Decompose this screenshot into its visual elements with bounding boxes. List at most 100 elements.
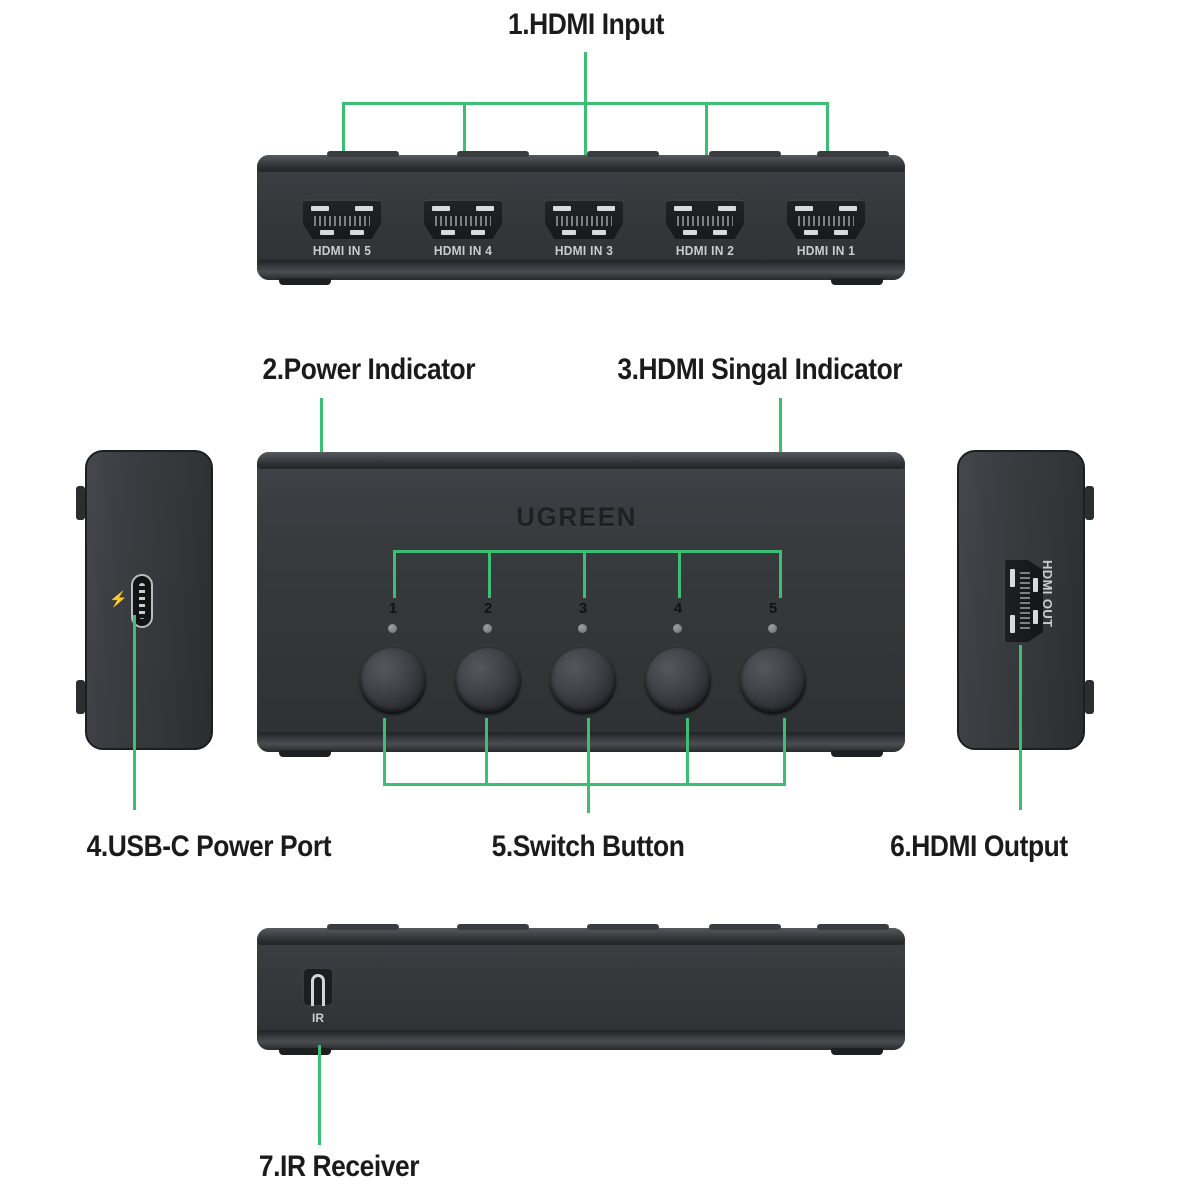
leader-stem-hdmi-in-3 bbox=[584, 102, 587, 202]
rear-panel-body: HDMI IN 5 HDMI IN 4 HDMI IN 3 HDMI IN 2 … bbox=[257, 151, 905, 285]
device-foot bbox=[279, 750, 331, 757]
brand-logo: UGREEN bbox=[516, 502, 638, 532]
right-side-panel-body: HDMI OUT bbox=[957, 450, 1094, 750]
left-side-panel-body: ⚡ bbox=[76, 450, 213, 750]
callout-label-hdmi-input: 1.HDMI Input bbox=[507, 8, 665, 41]
device-foot bbox=[831, 750, 883, 757]
port-label-hdmi-in-2: HDMI IN 2 bbox=[675, 243, 735, 258]
leader-stem-button-3 bbox=[587, 718, 590, 783]
hdmi-tab-icon bbox=[350, 230, 364, 235]
vent-notch bbox=[709, 151, 781, 157]
switch-button-1[interactable] bbox=[360, 648, 426, 714]
vent-notch bbox=[327, 924, 399, 930]
hdmi-tab-icon bbox=[441, 230, 455, 235]
hdmi-tab-icon bbox=[795, 206, 813, 211]
channel-number-4: 4 bbox=[673, 600, 683, 617]
callout-label-hdmi-output: 6.HDMI Output bbox=[890, 830, 1068, 863]
port-label-hdmi-in-1: HDMI IN 1 bbox=[796, 243, 856, 258]
leader-stem-button-5 bbox=[783, 718, 786, 783]
leader-stem-button-4 bbox=[686, 718, 689, 783]
leader-stem-channel-5 bbox=[779, 550, 782, 598]
channel-number-5: 5 bbox=[768, 600, 778, 617]
channel-led-3 bbox=[578, 624, 587, 633]
channel-number-1: 1 bbox=[388, 600, 398, 617]
leader-riser-hdmi-input bbox=[584, 52, 587, 104]
hdmi-tab-icon bbox=[718, 206, 736, 211]
device-foot bbox=[831, 278, 883, 285]
vent-notch bbox=[457, 151, 529, 157]
hdmi-in-port-1[interactable] bbox=[787, 199, 865, 239]
switch-button-3[interactable] bbox=[550, 648, 616, 714]
hdmi-tab-icon bbox=[1033, 610, 1038, 624]
vent-notch bbox=[587, 151, 659, 157]
switch-button-2[interactable] bbox=[455, 648, 521, 714]
hdmi-tab-icon bbox=[562, 230, 576, 235]
hdmi-in-port-4[interactable] bbox=[424, 199, 502, 239]
leader-stem-channel-4 bbox=[678, 550, 681, 598]
hdmi-out-port[interactable] bbox=[1003, 560, 1043, 642]
channel-led-1 bbox=[388, 624, 397, 633]
hdmi-tab-icon bbox=[713, 230, 727, 235]
hdmi-tab-icon bbox=[1010, 615, 1015, 633]
hdmi-pins-icon bbox=[677, 216, 733, 226]
rear-panel-bottom-rail bbox=[257, 260, 905, 285]
vent-notch bbox=[327, 151, 399, 157]
hdmi-pins-icon bbox=[435, 216, 491, 226]
callout-label-power-indicator: 2.Power Indicator bbox=[262, 353, 476, 386]
device-foot bbox=[279, 278, 331, 285]
callout-label-ir-receiver: 7.IR Receiver bbox=[258, 1150, 420, 1183]
leader-stem-channel-1 bbox=[393, 550, 396, 598]
switch-button-5[interactable] bbox=[740, 648, 806, 714]
channel-led-5 bbox=[768, 624, 777, 633]
hdmi-tab-icon bbox=[592, 230, 606, 235]
hdmi-pins-icon bbox=[798, 216, 854, 226]
usb-c-power-port[interactable] bbox=[131, 574, 153, 628]
panel-bump bbox=[76, 486, 85, 520]
panel-bump bbox=[1085, 680, 1094, 714]
bottom-panel-top-rail bbox=[257, 924, 905, 945]
panel-bump bbox=[76, 680, 85, 714]
hdmi-tab-icon bbox=[311, 206, 329, 211]
callout-label-usb-c-power-port: 4.USB-C Power Port bbox=[86, 830, 332, 863]
port-label-ir: IR bbox=[312, 1011, 324, 1025]
device-foot bbox=[279, 1048, 331, 1055]
hdmi-in-port-5[interactable] bbox=[303, 199, 381, 239]
hdmi-tab-icon bbox=[355, 206, 373, 211]
channel-led-4 bbox=[673, 624, 682, 633]
leader-stem-button-2 bbox=[485, 718, 488, 783]
switch-button-4[interactable] bbox=[645, 648, 711, 714]
hdmi-tab-icon bbox=[1033, 578, 1038, 592]
panel-bump bbox=[1085, 486, 1094, 520]
front-panel-top-rail bbox=[257, 452, 905, 469]
leader-stem-button-1 bbox=[383, 718, 386, 783]
hdmi-in-port-3[interactable] bbox=[545, 199, 623, 239]
hdmi-pins-icon bbox=[314, 216, 370, 226]
hdmi-tab-icon bbox=[683, 230, 697, 235]
bottom-panel-body: IR bbox=[257, 924, 905, 1055]
hdmi-tab-icon bbox=[1010, 569, 1015, 587]
leader-rail-signal-indicator bbox=[393, 550, 781, 553]
device-foot bbox=[831, 1048, 883, 1055]
port-label-hdmi-in-5: HDMI IN 5 bbox=[312, 243, 372, 258]
vent-notch bbox=[817, 151, 889, 157]
bottom-panel-bottom-rail bbox=[257, 1030, 905, 1055]
leader-usb-c-power-port bbox=[133, 615, 136, 810]
leader-stem-channel-3 bbox=[583, 550, 586, 598]
ir-receiver-window-icon bbox=[303, 968, 333, 1006]
vent-notch bbox=[817, 924, 889, 930]
leader-stem-channel-2 bbox=[488, 550, 491, 598]
hdmi-pins-icon bbox=[1020, 572, 1030, 630]
port-label-hdmi-in-4: HDMI IN 4 bbox=[433, 243, 493, 258]
callout-label-switch-button: 5.Switch Button bbox=[491, 830, 685, 863]
port-label-hdmi-in-3: HDMI IN 3 bbox=[554, 243, 614, 258]
rear-panel-top-rail bbox=[257, 151, 905, 172]
hdmi-pins-icon bbox=[556, 216, 612, 226]
hdmi-in-port-2[interactable] bbox=[666, 199, 744, 239]
channel-number-3: 3 bbox=[578, 600, 588, 617]
hdmi-tab-icon bbox=[839, 206, 857, 211]
leader-rail-switch-button bbox=[383, 783, 786, 786]
hdmi-tab-icon bbox=[432, 206, 450, 211]
hdmi-tab-icon bbox=[471, 230, 485, 235]
hdmi-tab-icon bbox=[674, 206, 692, 211]
